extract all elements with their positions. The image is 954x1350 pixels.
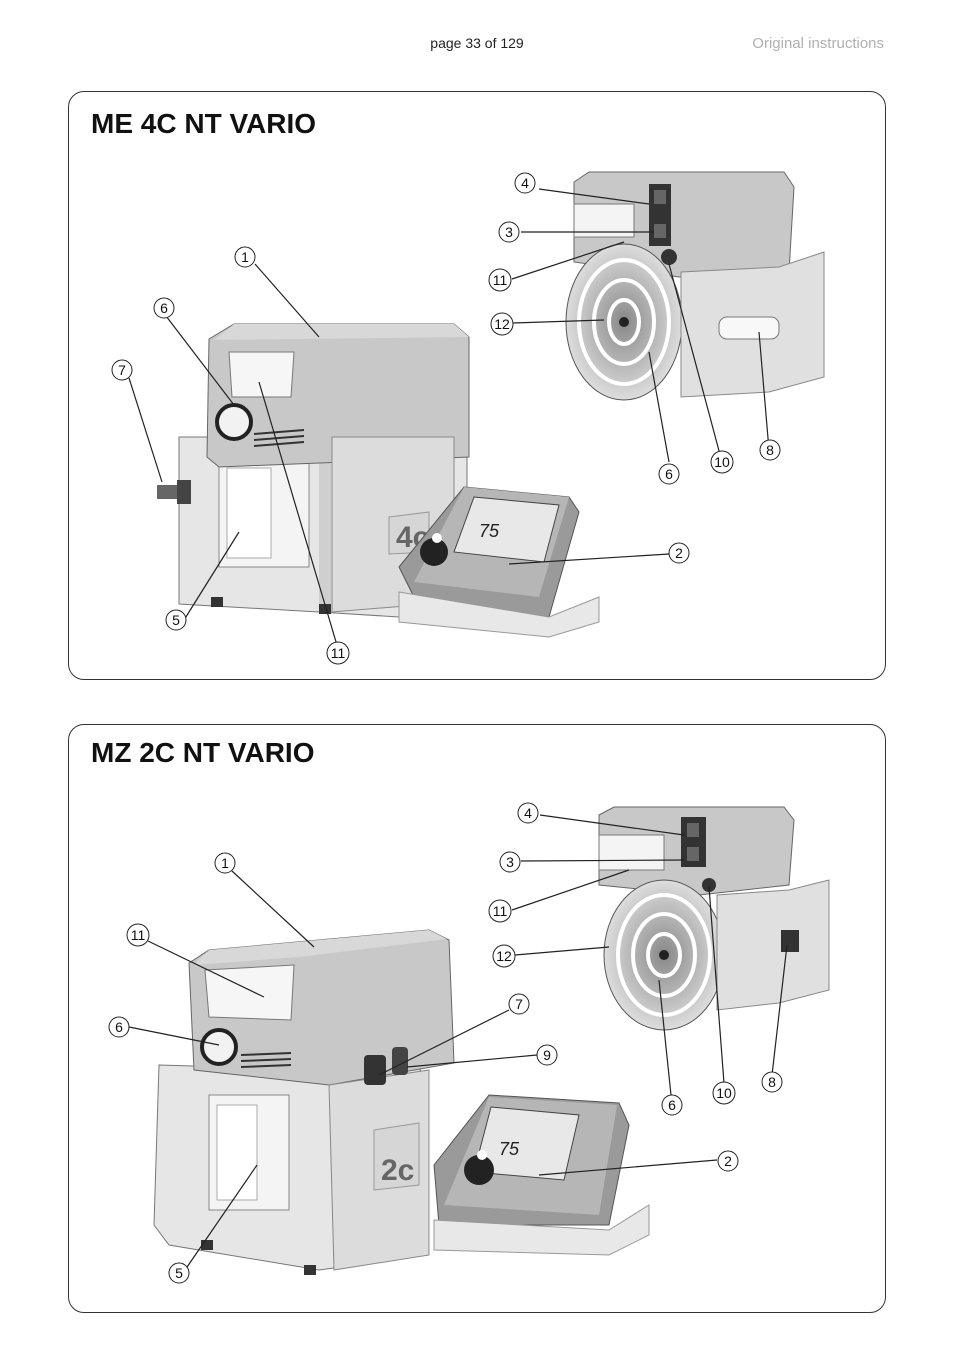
svg-text:6: 6 bbox=[668, 1097, 676, 1113]
svg-text:6: 6 bbox=[665, 466, 673, 482]
callout-1: 1 bbox=[214, 852, 236, 874]
svg-text:2: 2 bbox=[724, 1153, 732, 1169]
document-type: Original instructions bbox=[752, 35, 884, 52]
callout-3: 3 bbox=[499, 851, 521, 873]
callout-4: 4 bbox=[517, 802, 539, 824]
svg-text:10: 10 bbox=[716, 1085, 732, 1101]
callout-11: 11 bbox=[488, 268, 512, 292]
callout-11-rear: 11 bbox=[488, 899, 512, 923]
svg-text:11: 11 bbox=[331, 645, 346, 661]
pump-main-2c: 2c bbox=[153, 929, 455, 1275]
callout-lines-4c bbox=[128, 188, 770, 653]
svg-text:11: 11 bbox=[131, 927, 146, 943]
svg-text:7: 7 bbox=[118, 362, 126, 378]
pump-rear-2c bbox=[598, 806, 830, 1031]
callout-8: 8 bbox=[759, 439, 781, 461]
callout-4: 4 bbox=[514, 172, 536, 194]
callout-2: 2 bbox=[668, 542, 690, 564]
svg-text:8: 8 bbox=[766, 442, 774, 458]
svg-text:7: 7 bbox=[515, 996, 523, 1012]
panel-me-4c-nt-vario: ME 4C NT VARIO bbox=[68, 91, 886, 680]
controller-cvc3000-4c: 75 bbox=[398, 486, 600, 638]
callout-1: 1 bbox=[234, 246, 256, 268]
callout-5: 5 bbox=[168, 1262, 190, 1284]
panel-title: MZ 2C NT VARIO bbox=[91, 737, 315, 768]
callout-markers-2c: 1 11 6 7 9 4 3 11 12 6 10 8 2 5 bbox=[108, 802, 783, 1284]
callout-3: 3 bbox=[498, 221, 520, 243]
callout-6-rear: 6 bbox=[661, 1094, 683, 1116]
callout-11: 11 bbox=[126, 923, 150, 947]
callout-markers-4c: 1 6 7 4 3 11 12 6 10 8 2 5 11 bbox=[111, 172, 781, 665]
svg-text:5: 5 bbox=[175, 1265, 183, 1281]
callout-11-bottom: 11 bbox=[326, 641, 350, 665]
callout-7: 7 bbox=[111, 359, 133, 381]
svg-text:9: 9 bbox=[543, 1047, 551, 1063]
panel-title: ME 4C NT VARIO bbox=[91, 108, 317, 139]
svg-text:2: 2 bbox=[675, 545, 683, 561]
svg-text:3: 3 bbox=[505, 224, 513, 240]
svg-text:6: 6 bbox=[160, 300, 168, 316]
callout-lines-2c bbox=[128, 814, 788, 1271]
page-number: page 33 of 129 bbox=[430, 35, 524, 51]
controller-display-value-2c: 75 bbox=[499, 1139, 520, 1159]
model-badge-2c: 2c bbox=[381, 1154, 414, 1187]
svg-text:3: 3 bbox=[506, 854, 514, 870]
callout-7: 7 bbox=[508, 993, 530, 1015]
callout-10: 10 bbox=[712, 1081, 736, 1105]
callout-12: 12 bbox=[490, 312, 514, 336]
svg-text:1: 1 bbox=[221, 855, 229, 871]
callout-6: 6 bbox=[153, 297, 175, 319]
callout-6-rear: 6 bbox=[658, 463, 680, 485]
svg-text:11: 11 bbox=[493, 903, 508, 919]
pump-figure-2c: 2c 75 bbox=[108, 802, 830, 1284]
callout-8: 8 bbox=[761, 1071, 783, 1093]
svg-text:5: 5 bbox=[172, 612, 180, 628]
callout-6: 6 bbox=[108, 1016, 130, 1038]
callout-2: 2 bbox=[717, 1150, 739, 1172]
svg-text:12: 12 bbox=[496, 948, 512, 964]
svg-text:10: 10 bbox=[714, 454, 730, 470]
pump-rear-4c bbox=[565, 171, 825, 401]
svg-text:4: 4 bbox=[521, 175, 529, 191]
svg-text:4: 4 bbox=[524, 805, 532, 821]
svg-text:6: 6 bbox=[115, 1019, 123, 1035]
svg-text:11: 11 bbox=[493, 272, 508, 288]
controller-cvc3000-2c: 75 bbox=[433, 1094, 650, 1256]
callout-12: 12 bbox=[492, 944, 516, 968]
callout-10: 10 bbox=[710, 450, 734, 474]
callout-9: 9 bbox=[536, 1044, 558, 1066]
svg-text:1: 1 bbox=[241, 249, 249, 265]
svg-text:8: 8 bbox=[768, 1074, 776, 1090]
callout-5: 5 bbox=[165, 609, 187, 631]
pump-main-4c: 4c bbox=[157, 323, 470, 618]
pump-figure-4c: 4c 75 bbox=[111, 171, 825, 665]
controller-display-value: 75 bbox=[479, 521, 500, 541]
panel-mz-2c-nt-vario: MZ 2C NT VARIO 2c bbox=[68, 724, 886, 1313]
svg-text:12: 12 bbox=[494, 316, 510, 332]
